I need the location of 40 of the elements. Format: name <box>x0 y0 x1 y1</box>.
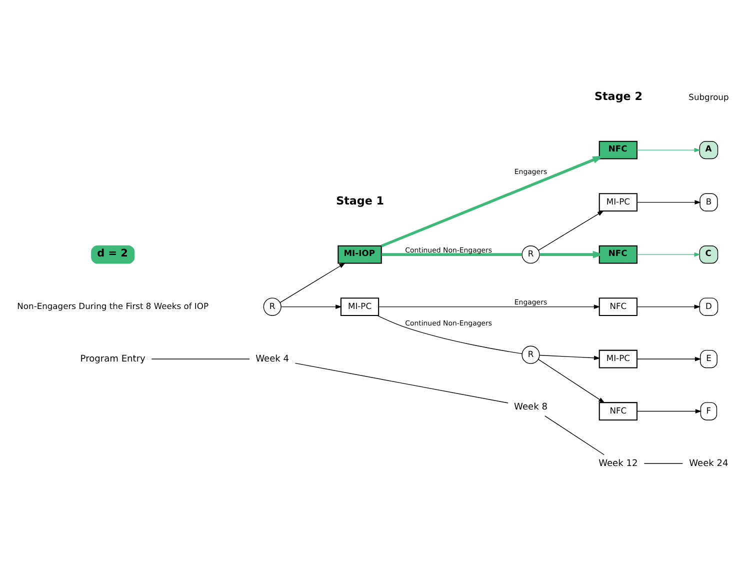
node-text: Week 12 <box>598 458 638 469</box>
node-box: MI-IOP <box>338 245 382 264</box>
arrow <box>538 359 605 403</box>
node-circle: R <box>522 346 540 364</box>
label: Non-Engagers During the First 8 Weeks of IOP <box>17 300 209 311</box>
label: Subgroup <box>688 92 729 102</box>
connector <box>377 315 522 354</box>
arrow <box>636 200 701 205</box>
node-text: Week 24 <box>689 458 728 469</box>
node-text: Week 8 <box>514 402 548 412</box>
arrow <box>280 304 342 309</box>
connector <box>151 358 250 360</box>
label: Stage 1 <box>336 194 384 208</box>
label: d = 2 <box>97 247 128 260</box>
node-box: NFC <box>598 402 638 420</box>
node-box: MI-PC <box>340 298 380 316</box>
arrow <box>636 148 701 152</box>
arrow <box>636 356 702 362</box>
node-circle: R <box>522 246 540 264</box>
node-box: MI-PC <box>598 350 638 368</box>
arrow <box>538 210 604 251</box>
connector <box>544 416 604 456</box>
node-text: Program Entry <box>80 354 146 364</box>
arrow <box>380 156 604 248</box>
connector <box>644 463 683 464</box>
arrow <box>636 252 701 257</box>
connector <box>294 362 508 404</box>
connector <box>382 253 522 256</box>
node-circle: R <box>263 298 282 316</box>
arrow <box>539 354 600 360</box>
node-text: Week 4 <box>256 354 290 364</box>
label: Stage 2 <box>594 90 642 103</box>
node-box: NFC <box>598 140 638 160</box>
arrow <box>636 304 701 309</box>
arrow <box>280 262 346 303</box>
arrow <box>636 409 702 414</box>
node-box: MI-PC <box>598 193 638 212</box>
arrow <box>378 304 600 309</box>
node-box: NFC <box>598 298 638 316</box>
node-box: NFC <box>598 245 638 264</box>
